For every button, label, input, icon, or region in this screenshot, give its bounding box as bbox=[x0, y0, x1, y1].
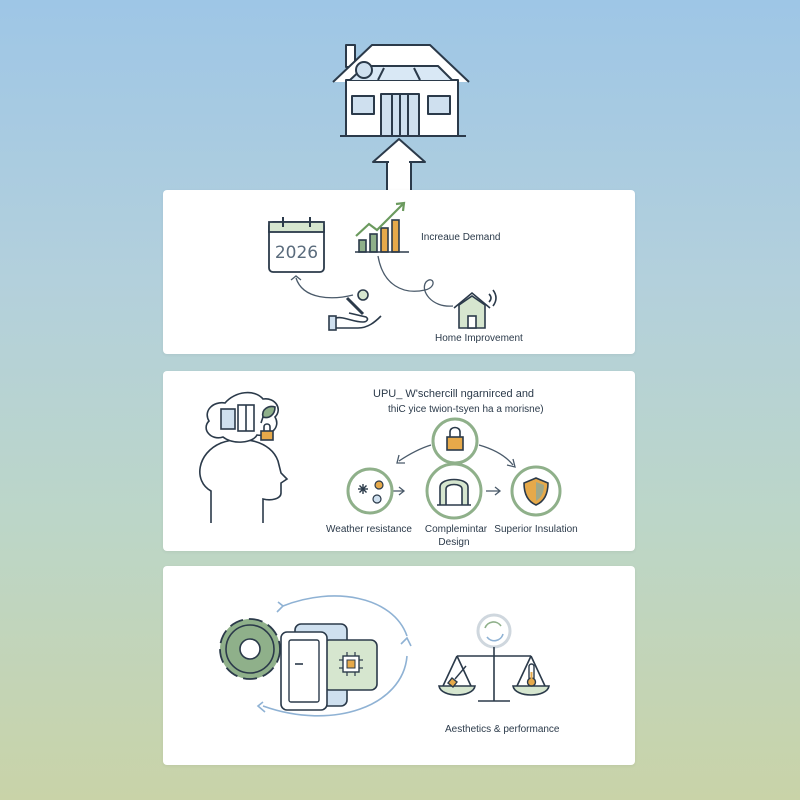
superior-insulation-label: Superior Insulation bbox=[494, 524, 578, 535]
complementary-design-icon bbox=[425, 462, 483, 520]
hand-wrench-icon bbox=[328, 289, 382, 331]
house-with-arrow-illustration bbox=[332, 44, 470, 193]
connector-lines bbox=[290, 255, 454, 307]
shield-icon bbox=[510, 465, 562, 517]
weather-resistance-icon bbox=[346, 467, 394, 515]
calendar-year-text: 2026 bbox=[275, 243, 318, 263]
refresh-circle-icon bbox=[476, 613, 512, 649]
chip-card-icon bbox=[322, 639, 378, 691]
paintbrush-icon bbox=[447, 665, 467, 688]
demand-panel: 2026 bbox=[163, 190, 635, 354]
cycle-arrows-icon bbox=[256, 595, 412, 717]
increase-demand-label: Increaue Demand bbox=[421, 232, 501, 243]
calendar-icon: 2026 bbox=[268, 217, 325, 273]
door-panel-icon bbox=[280, 631, 328, 711]
balance-diagram bbox=[219, 595, 550, 717]
features-heading-line1: UPU_ W'schercill ngarnirced and bbox=[373, 388, 535, 400]
weather-resistance-label: Weather resistance bbox=[326, 524, 412, 535]
thermometer-icon bbox=[526, 663, 537, 687]
complementary-design-label: Complemintar bbox=[424, 524, 488, 535]
balance-panel: Aesthetics & performance bbox=[163, 566, 635, 765]
gear-icon bbox=[219, 618, 281, 680]
growth-chart-icon bbox=[355, 201, 409, 253]
thinking-head-icon bbox=[199, 391, 289, 523]
lock-circle-icon bbox=[431, 417, 479, 465]
home-improvement-label: Home Improvement bbox=[435, 333, 523, 344]
balance-scale-icon bbox=[438, 647, 550, 702]
aesthetics-performance-label: Aesthetics & performance bbox=[445, 724, 560, 735]
features-panel: UPU_ W'schercill ngarnirced and thiC yic… bbox=[163, 371, 635, 551]
features-diagram bbox=[199, 391, 562, 523]
complementary-design-label-line2: Design bbox=[438, 537, 470, 548]
smart-home-icon bbox=[453, 289, 497, 329]
house-icon bbox=[332, 44, 470, 137]
features-heading-line2: thiC yice twion-tsyen ha a morisne) bbox=[388, 404, 544, 415]
up-arrow-icon bbox=[372, 138, 426, 193]
demand-diagram: 2026 bbox=[268, 201, 497, 331]
